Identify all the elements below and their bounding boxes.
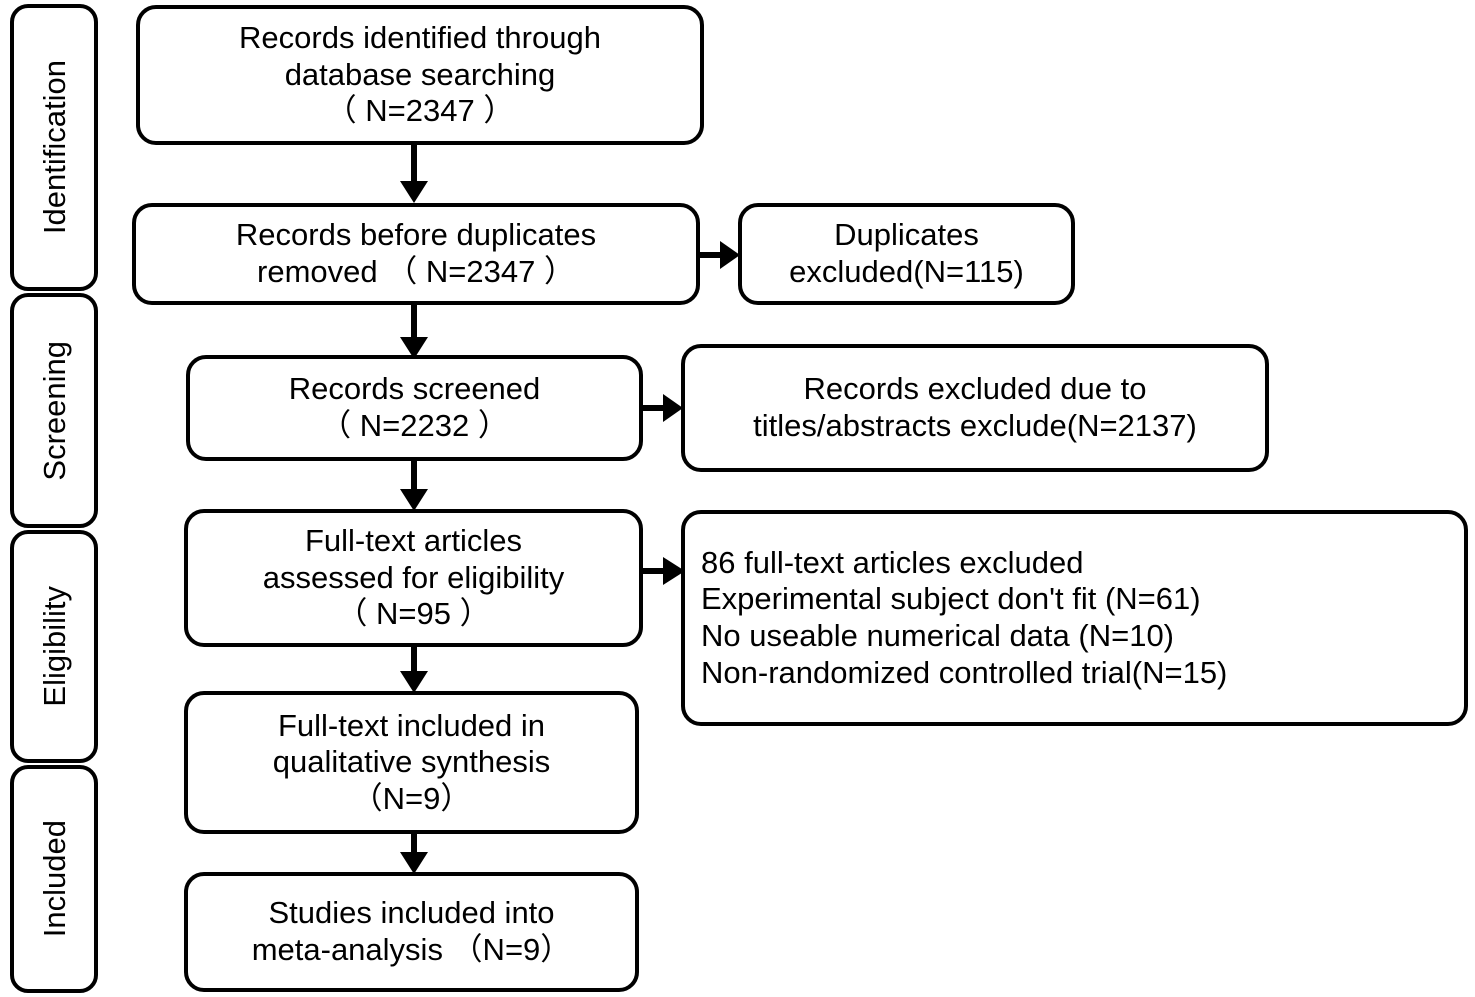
stage-included-label: Included: [36, 820, 72, 938]
arrow-before-duplicates-to-duplicates-excluded: [698, 236, 742, 274]
node-duplicates-excluded-text: Duplicates excluded(N=115): [789, 217, 1024, 289]
node-fulltext-assessed-text: Full-text articles assessed for eligibil…: [262, 523, 565, 632]
arrow-fulltext-assessed-to-fulltext-excluded: [641, 552, 687, 590]
arrow-before-duplicates-to-screened: [396, 305, 432, 361]
node-fulltext-excluded-text: 86 full-text articles excluded Experimen…: [701, 544, 1228, 690]
node-meta-analysis: Studies included into meta-analysis （N=9…: [184, 872, 639, 992]
node-records-excluded: Records excluded due to titles/abstracts…: [681, 344, 1269, 472]
node-records-before-duplicates-text: Records before duplicates removed （ N=23…: [235, 217, 597, 289]
node-records-excluded-text: Records excluded due to titles/abstracts…: [753, 371, 1197, 443]
node-meta-analysis-text: Studies included into meta-analysis （N=9…: [251, 895, 572, 967]
stage-identification: Identification: [10, 4, 98, 291]
stage-screening: Screening: [10, 293, 98, 528]
stage-screening-label: Screening: [36, 340, 72, 481]
node-fulltext-excluded: 86 full-text articles excluded Experimen…: [681, 510, 1468, 726]
arrow-fulltext-assessed-to-qualitative: [396, 647, 432, 695]
node-records-identified-text: Records identified through database sear…: [239, 20, 601, 129]
node-duplicates-excluded: Duplicates excluded(N=115): [738, 203, 1075, 305]
arrow-screened-to-fulltext-assessed: [396, 461, 432, 513]
node-records-screened-text: Records screened （ N=2232 ）: [288, 371, 541, 443]
node-records-identified: Records identified through database sear…: [136, 5, 704, 145]
node-records-before-duplicates: Records before duplicates removed （ N=23…: [132, 203, 700, 305]
arrow-identified-to-before-duplicates: [396, 145, 432, 205]
stage-included: Included: [10, 765, 98, 993]
node-qualitative-synthesis: Full-text included in qualitative synthe…: [184, 691, 639, 834]
node-records-screened: Records screened （ N=2232 ）: [186, 355, 643, 461]
arrow-screened-to-records-excluded: [641, 389, 685, 427]
stage-eligibility-label: Eligibility: [36, 586, 72, 707]
arrow-qualitative-to-meta-analysis: [396, 834, 432, 876]
stage-eligibility: Eligibility: [10, 530, 98, 763]
stage-identification-label: Identification: [36, 60, 72, 235]
node-qualitative-synthesis-text: Full-text included in qualitative synthe…: [272, 707, 551, 816]
node-fulltext-assessed: Full-text articles assessed for eligibil…: [184, 509, 643, 647]
